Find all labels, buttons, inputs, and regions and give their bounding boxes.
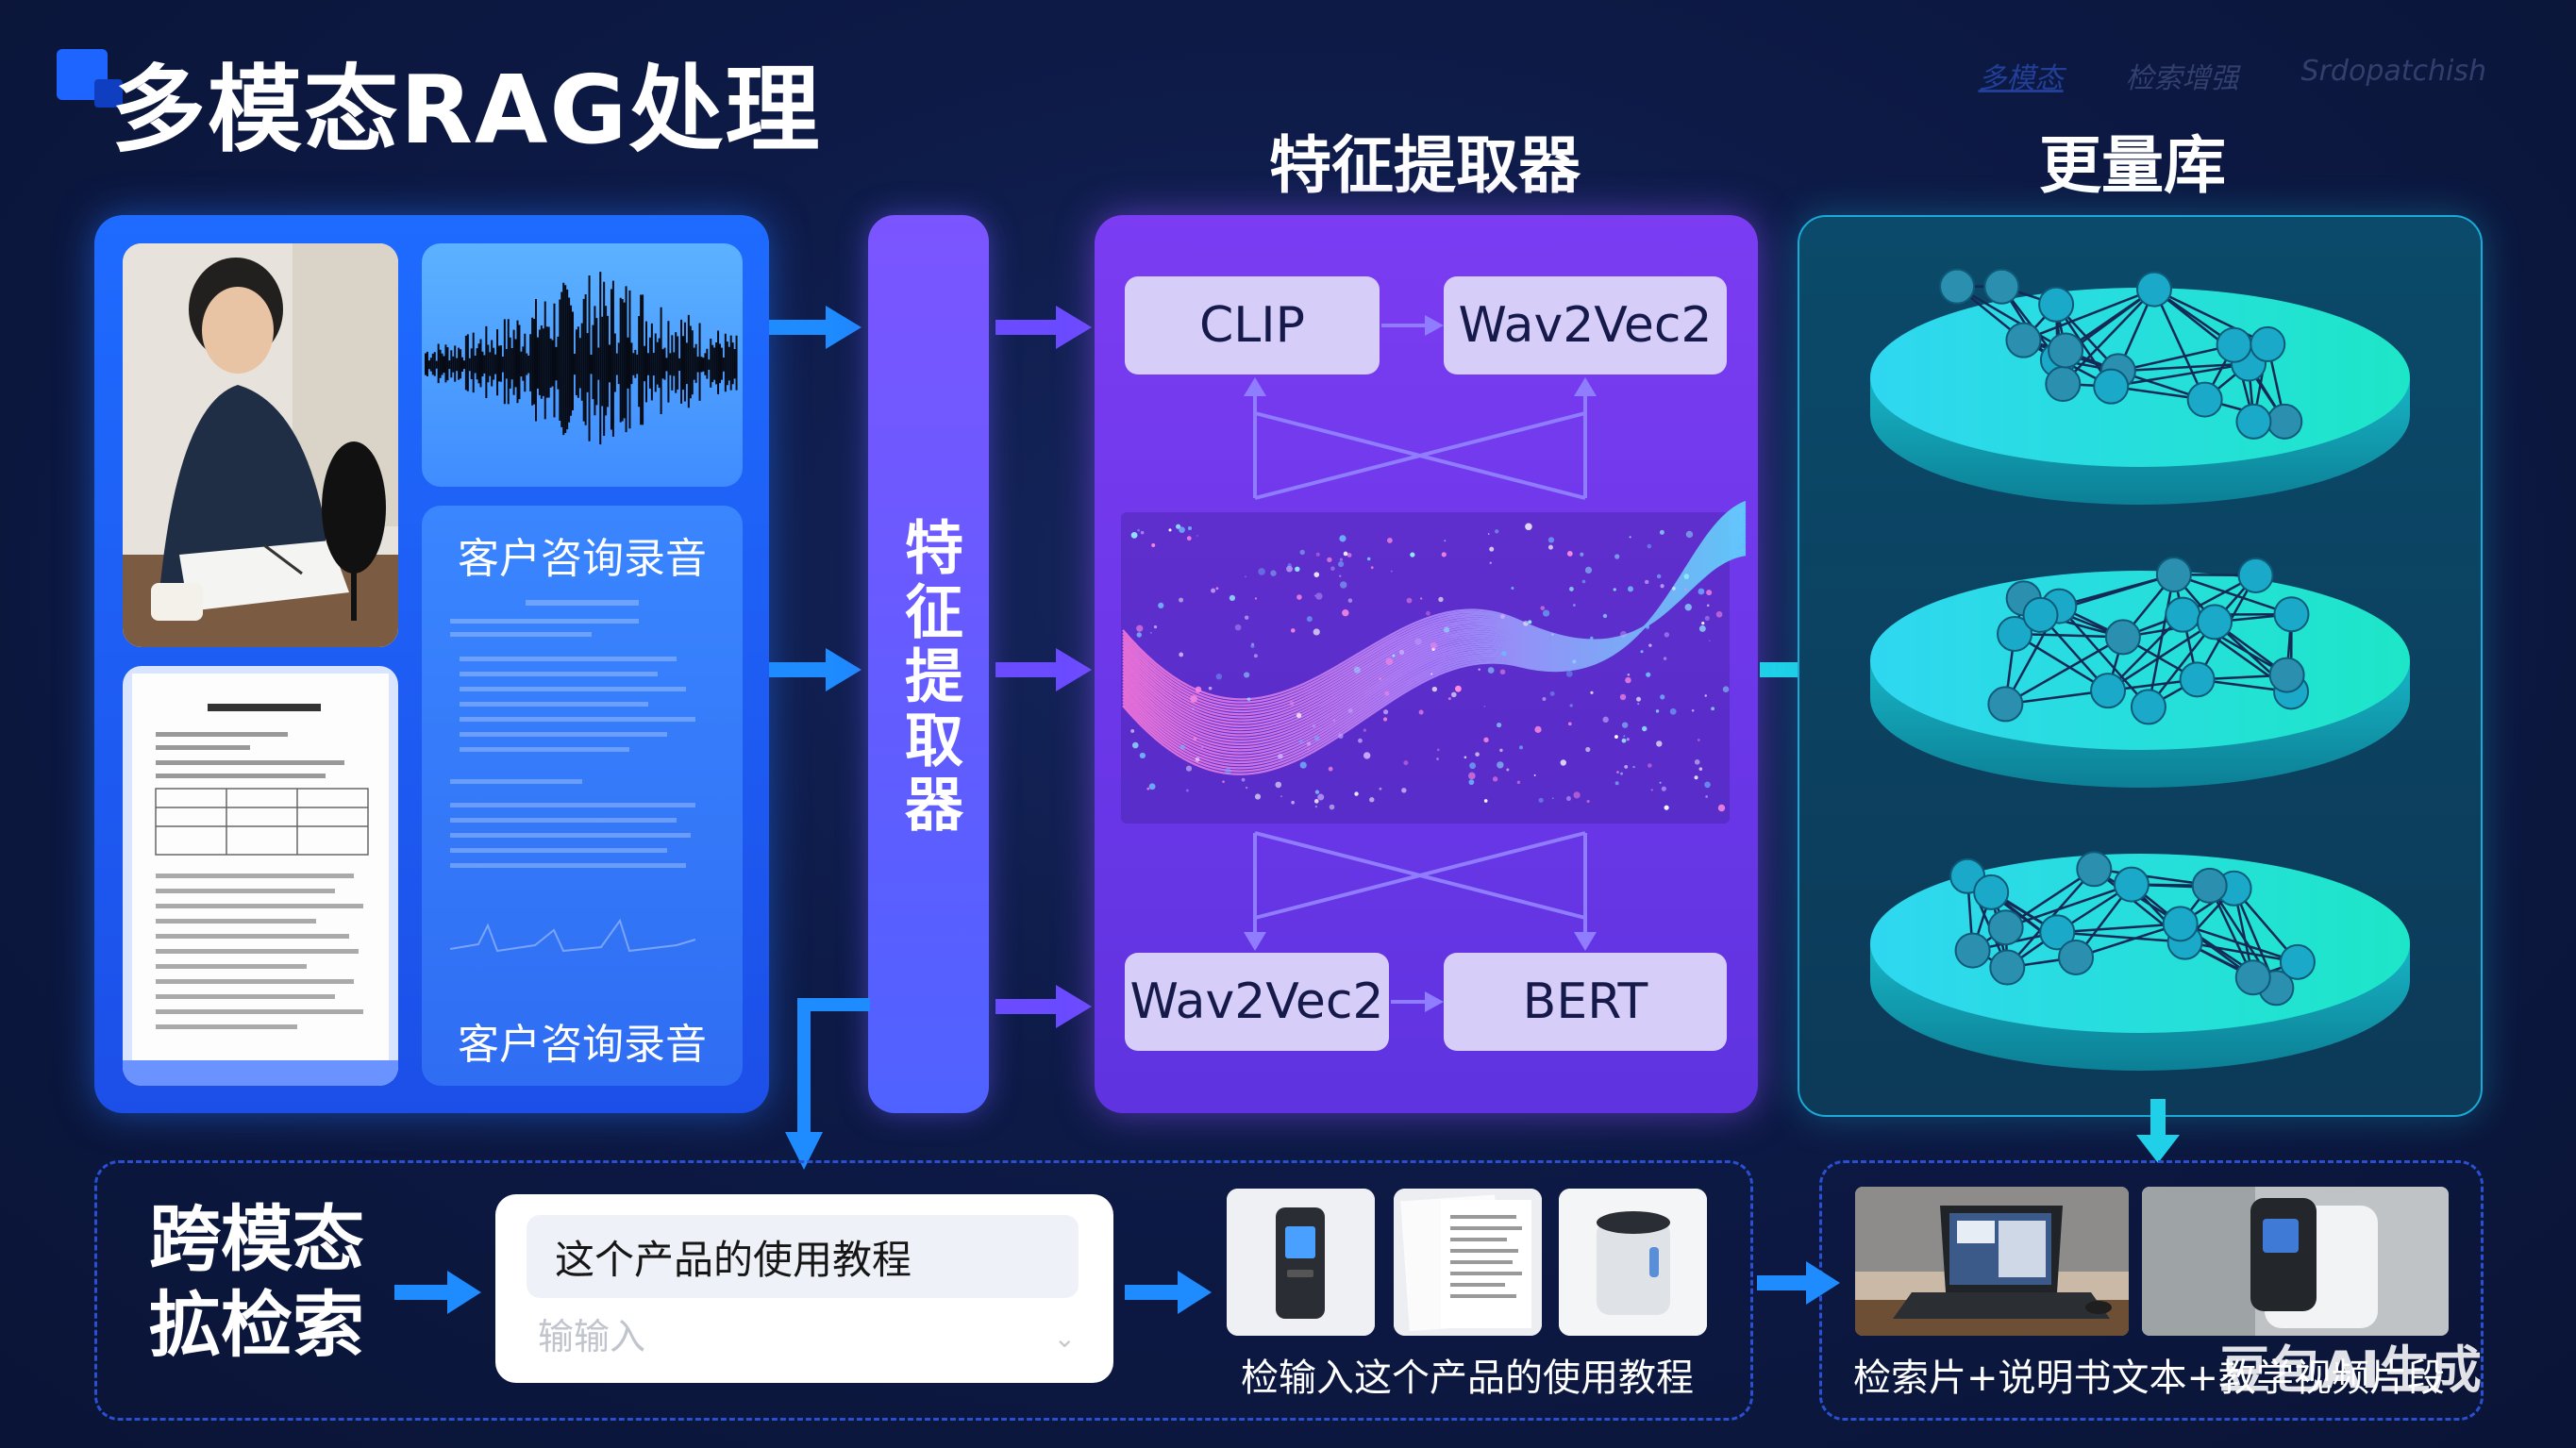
chevron-down-icon[interactable]: ⌄ (1053, 1323, 1076, 1354)
manual-document-image (123, 666, 398, 1086)
arrow-down-icon (2134, 1099, 2182, 1165)
arrow-right-icon (1125, 1269, 1214, 1316)
final-laptop-image[interactable] (1855, 1187, 2129, 1336)
vector-db-section-title: 更量库 (2039, 129, 2226, 202)
cross-modal-title-line2: 拡检索 (149, 1283, 364, 1368)
top-link-1[interactable]: 多模态 (1978, 62, 2064, 95)
cross-modal-title-line1: 跨模态 (149, 1197, 364, 1281)
extractor-section-title: 特征提取器 (1269, 129, 1581, 202)
result-manual-thumbnail[interactable] (1394, 1189, 1542, 1336)
top-link-3[interactable]: Srdopatchish (2300, 55, 2486, 88)
arrow-right-icon (995, 304, 1095, 351)
result-product-thumbnail[interactable] (1559, 1189, 1707, 1336)
feature-extractor-bar-label: 特征提取器 (895, 517, 963, 838)
model-connections (1121, 315, 1747, 1012)
top-link-2[interactable]: 检索增强 (2125, 62, 2239, 95)
query-input-placeholder[interactable]: 输输入 (538, 1316, 646, 1357)
vector-database-panel (1798, 215, 2483, 1117)
results-caption: 检输入这个产品的使用教程 (1241, 1356, 1694, 1400)
model-bert: BERT (1444, 953, 1727, 1051)
audio-label-top: 客户咨询录音 (458, 535, 707, 583)
arrow-right-icon (995, 983, 1095, 1030)
result-device-thumbnail[interactable] (1227, 1189, 1375, 1336)
arrow-right-icon (995, 646, 1095, 693)
arrow-down-icon (783, 995, 878, 1174)
cross-modal-title: 跨模态 拡检索 (149, 1196, 364, 1368)
model-wav2vec-bottom: Wav2Vec2 (1125, 953, 1389, 1051)
query-input-box[interactable]: 这个产品的使用教程 输输入 ⌄ (495, 1194, 1113, 1383)
arrow-right-icon (769, 304, 863, 351)
final-device-image[interactable] (2142, 1187, 2449, 1336)
arrow-right-icon (1757, 1259, 1842, 1307)
input-modalities-panel: 客户咨询录音 客户咨询录音 (94, 215, 769, 1113)
model-wav2vec-top: Wav2Vec2 (1444, 276, 1727, 374)
audio-label-bottom: 客户咨询录音 (458, 1021, 707, 1069)
transcript-tile: 客户咨询录音 客户咨询录音 (422, 506, 743, 1086)
arrow-right-icon (769, 646, 863, 693)
cross-modal-retrieval-box (94, 1160, 1753, 1421)
person-photo (123, 243, 398, 647)
watermark: 豆包AI生成 (2219, 1340, 2482, 1400)
page-title: 多模态RAG处理 (111, 55, 822, 165)
top-links: 多模态 检索增强 Srdopatchish (1979, 55, 2486, 96)
query-text[interactable]: 这个产品的使用教程 (527, 1215, 1079, 1298)
feature-extractor-bar: 特征提取器 (868, 215, 989, 1113)
feature-extractor-panel: CLIP Wav2Vec2 Wav2Vec2 BERT (1095, 215, 1758, 1113)
audio-waveform (422, 243, 743, 487)
arrow-right-icon (394, 1269, 484, 1316)
final-results-caption: 检索片+说明书文本+教学视频片段 (1852, 1356, 2446, 1400)
logo-square-small (94, 79, 123, 108)
model-clip: CLIP (1125, 276, 1380, 374)
